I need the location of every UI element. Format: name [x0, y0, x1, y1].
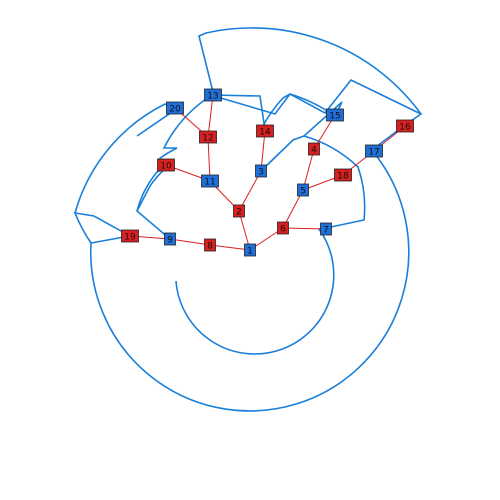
node-box [334, 168, 352, 182]
node-label: 1 [247, 246, 253, 256]
node-5: 5 [297, 183, 309, 197]
node-label: 18 [337, 171, 349, 181]
node-16: 16 [396, 119, 414, 133]
node-box [277, 221, 289, 235]
tree-edge-2-3 [238, 170, 262, 212]
node-11: 11 [201, 174, 219, 188]
node-label: 8 [207, 241, 213, 251]
arc-inner [175, 228, 335, 355]
node-label: 4 [311, 145, 317, 155]
node-label: 9 [167, 235, 173, 245]
node-label: 15 [329, 111, 340, 121]
node-7: 7 [320, 222, 332, 236]
node-4: 4 [308, 142, 320, 156]
node-17: 17 [365, 144, 383, 158]
arc-outer [89, 27, 423, 412]
node-6: 6 [277, 221, 289, 235]
arc-left-upper [74, 103, 177, 214]
tree-edge-1-2 [238, 210, 251, 251]
node-label: 2 [236, 207, 242, 217]
node-box [396, 119, 414, 133]
node-box [199, 130, 217, 144]
arc-left [73, 211, 131, 244]
node-label: 5 [300, 186, 306, 196]
node-box [320, 222, 332, 236]
node-box [166, 101, 184, 115]
node-box [157, 158, 175, 172]
node-box [164, 232, 176, 246]
node-box [204, 238, 216, 252]
tree-edge-5-4 [302, 148, 315, 191]
arc-middle [136, 93, 366, 229]
node-label: 13 [207, 91, 218, 101]
node-label: 19 [124, 232, 136, 242]
node-label: 3 [258, 167, 264, 177]
node-1: 1 [244, 243, 256, 257]
node-label: 11 [204, 177, 215, 187]
node-label: 20 [169, 104, 181, 114]
arc-3 [260, 135, 305, 172]
tree-edge-11-12 [207, 136, 211, 182]
node-label: 7 [323, 225, 329, 235]
arc-layer [73, 27, 423, 412]
node-19: 19 [121, 229, 139, 243]
tree-edge-1-8 [209, 244, 251, 251]
node-box [297, 183, 309, 197]
node-box [256, 124, 274, 138]
node-box [326, 108, 344, 122]
node-box [244, 243, 256, 257]
node-label: 16 [399, 122, 411, 132]
tree-edge-6-7 [282, 227, 327, 230]
tree-edge-12-13 [207, 94, 214, 138]
node-20: 20 [166, 101, 184, 115]
node-label: 6 [280, 224, 286, 234]
node-box [308, 142, 320, 156]
node-14: 14 [256, 124, 274, 138]
node-9: 9 [164, 232, 176, 246]
node-label: 12 [202, 133, 213, 143]
node-3: 3 [255, 164, 267, 178]
node-label: 10 [160, 161, 172, 171]
node-box [255, 164, 267, 178]
node-box [121, 229, 139, 243]
tree-edge-3-14 [260, 130, 266, 172]
node-label: 14 [259, 127, 271, 137]
node-2: 2 [233, 204, 245, 218]
node-box [204, 88, 222, 102]
node-12: 12 [199, 130, 217, 144]
arc-9-10 [136, 166, 171, 240]
node-8: 8 [204, 238, 216, 252]
tree-edge-8-9 [169, 238, 211, 246]
node-15: 15 [326, 108, 344, 122]
node-18: 18 [334, 168, 352, 182]
node-box [365, 144, 383, 158]
node-box [201, 174, 219, 188]
node-box [233, 204, 245, 218]
node-label: 17 [368, 147, 379, 157]
node-13: 13 [204, 88, 222, 102]
node-10: 10 [157, 158, 175, 172]
